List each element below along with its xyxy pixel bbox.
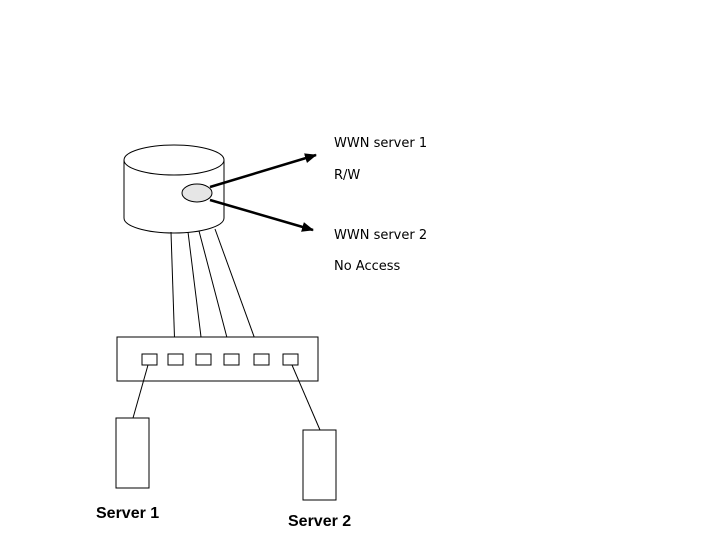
- storage-port: [181, 183, 213, 203]
- cable: [214, 228, 261, 354]
- storage-array: [123, 144, 225, 234]
- server1-box: [115, 417, 150, 489]
- switch-port: [253, 353, 270, 366]
- server2-box: [302, 429, 337, 501]
- arrow-to-server1-wwn: [209, 153, 317, 189]
- server2-label: Server 2: [288, 513, 351, 530]
- switch-port: [141, 353, 158, 366]
- access-rw-label: R/W: [334, 168, 360, 183]
- switch-port: [167, 353, 184, 366]
- switch-port: [223, 353, 240, 366]
- access-none-label: No Access: [334, 259, 401, 274]
- server1-cable: [132, 364, 149, 419]
- storage-cables: [170, 228, 261, 354]
- cable: [198, 230, 232, 354]
- wwn-server2-label: WWN server 2: [334, 228, 427, 243]
- cable: [187, 231, 204, 354]
- fabric-switch: [116, 336, 319, 382]
- storage-cylinder-top: [123, 144, 225, 176]
- server1-label: Server 1: [96, 505, 159, 522]
- cable: [170, 231, 176, 354]
- storage-cylinder-body: [123, 160, 225, 234]
- arrow-to-server2-wwn: [209, 198, 314, 232]
- switch-port: [195, 353, 212, 366]
- server2-cable: [291, 364, 321, 431]
- wwn-server1-label: WWN server 1: [334, 136, 427, 151]
- switch-port: [282, 353, 299, 366]
